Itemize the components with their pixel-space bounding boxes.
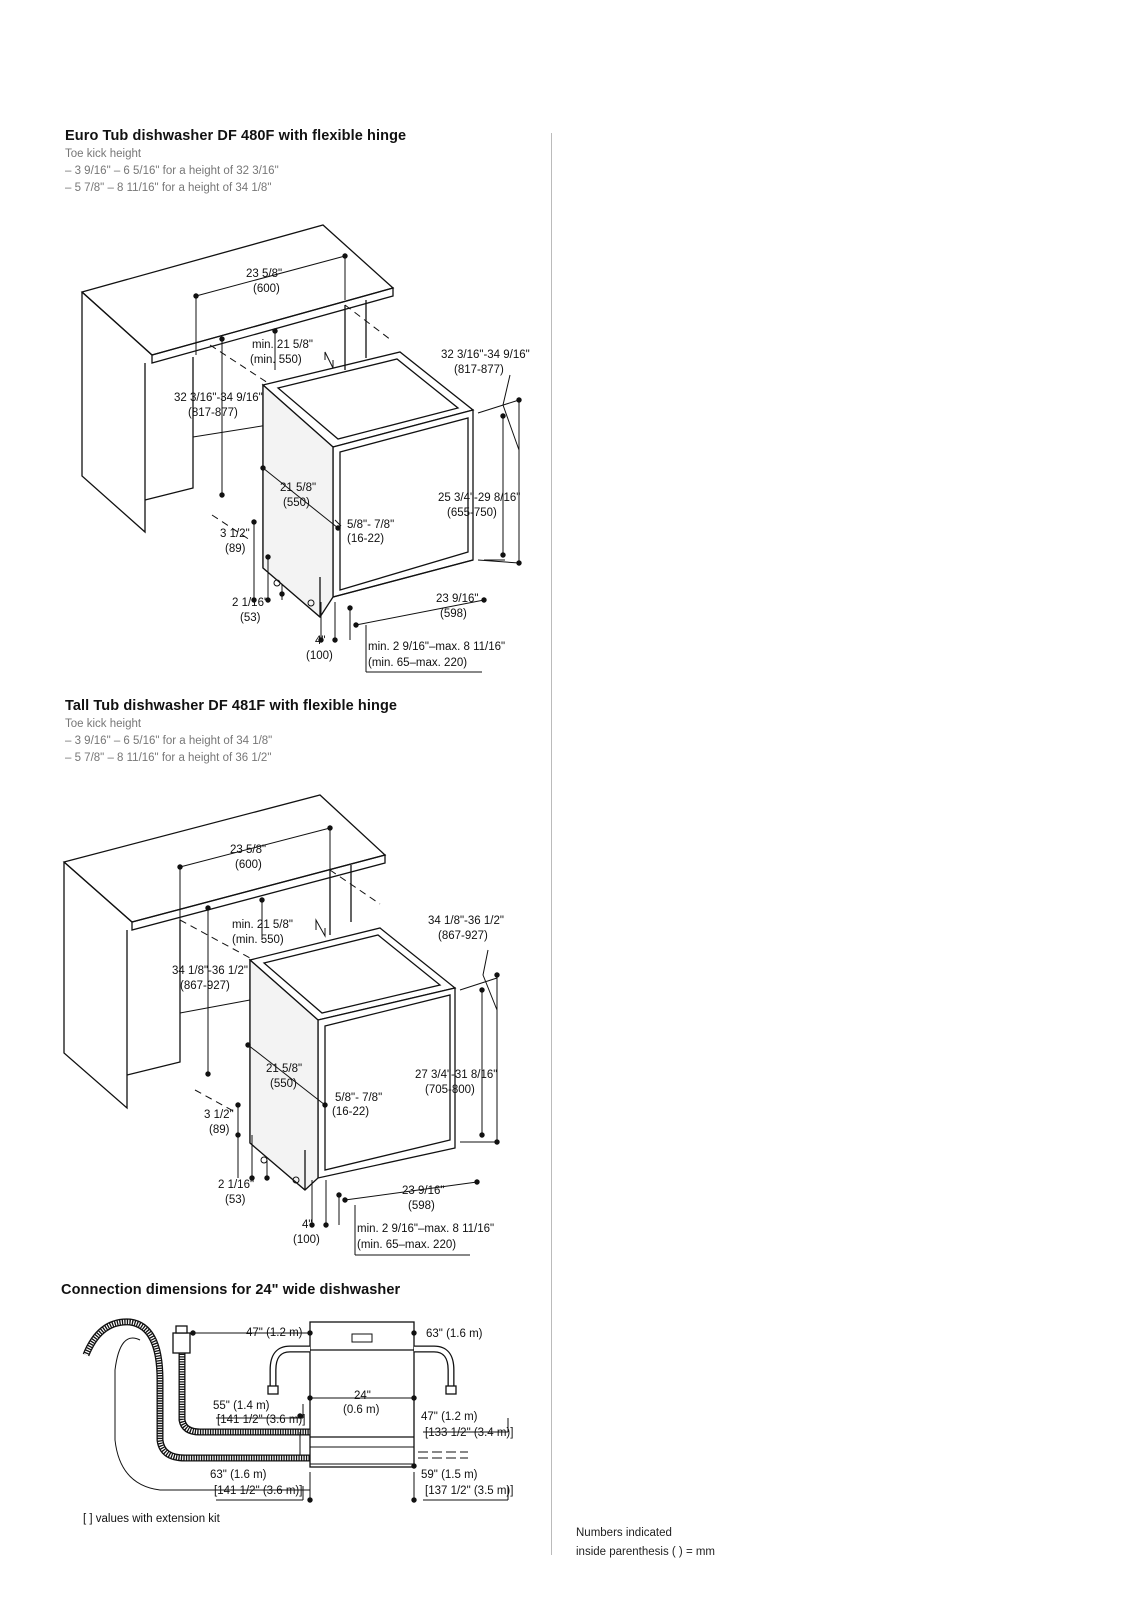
- footer-note-line-2: inside parenthesis ( ) = mm: [576, 1546, 716, 1558]
- section1-title: Euro Tub dishwasher DF 480F with flexibl…: [65, 128, 407, 144]
- s2-side-mm: (550): [270, 1078, 297, 1090]
- conn-right-upper-label: 47" (1.2 m): [421, 1411, 478, 1423]
- s1-side-label: 21 5/8": [280, 482, 317, 494]
- conn-mid-left-label: 55" (1.4 m): [213, 1400, 270, 1412]
- s2-kick-mm: (89): [209, 1124, 230, 1136]
- s2-toe-label: min. 2 9/16"–max. 8 11/16": [357, 1223, 495, 1235]
- section2-toe-kick-line-2: – 5 7/8" – 8 11/16" for a height of 36 1…: [65, 752, 272, 764]
- s1-height-left-label: 32 3/16"-34 9/16": [174, 392, 263, 404]
- s2-foot-mm: (53): [225, 1194, 246, 1206]
- s1-toe-label: min. 2 9/16"–max. 8 11/16": [368, 641, 506, 653]
- s1-door-label: 25 3/4"-29 8/16": [438, 492, 521, 504]
- s2-height-left-label: 34 1/8"-36 1/2": [172, 965, 248, 977]
- conn-bottom-left-label: 63" (1.6 m): [210, 1469, 267, 1481]
- conn-top-right-label: 63" (1.6 m): [426, 1328, 483, 1340]
- conn-bottom-left-extended: [141 1/2" (3.6 m)]: [214, 1485, 303, 1497]
- extension-kit-note: [ ] values with extension kit: [83, 1513, 220, 1525]
- conn-width-metric: (0.6 m): [343, 1404, 380, 1416]
- s2-depth-mm: (min. 550): [232, 934, 284, 946]
- s2-unit-width-label: 23 9/16": [402, 1185, 445, 1197]
- s2-kick-label: 3 1/2": [204, 1109, 234, 1121]
- s1-width-mm: (600): [253, 283, 280, 295]
- section2-toe-kick-line-1: – 3 9/16" – 6 5/16" for a height of 34 1…: [65, 735, 273, 747]
- s2-height-right-label: 34 1/8"-36 1/2": [428, 915, 504, 927]
- s1-gap-label: 5/8"- 7/8": [347, 519, 395, 531]
- s1-unit-width-mm: (598): [440, 608, 467, 620]
- section3-title: Connection dimensions for 24" wide dishw…: [61, 1282, 401, 1298]
- s1-foot-mm: (53): [240, 612, 261, 624]
- section1-toe-kick-line-1: – 3 9/16" – 6 5/16" for a height of 32 3…: [65, 165, 279, 177]
- footer-note-line-1: Numbers indicated: [576, 1527, 672, 1539]
- s1-foot-label: 2 1/16": [232, 597, 269, 609]
- s2-side-label: 21 5/8": [266, 1063, 303, 1075]
- s2-unit-width-mm: (598): [408, 1200, 435, 1212]
- column-divider: [551, 133, 552, 1555]
- s2-door-label: 27 3/4"-31 8/16": [415, 1069, 498, 1081]
- conn-mid-left-extended: [141 1/2" (3.6 m)]: [217, 1414, 306, 1426]
- conn-width-label: 24": [354, 1390, 371, 1402]
- s2-base-label: 4": [302, 1219, 313, 1231]
- s1-height-right-mm: (817-877): [454, 364, 504, 376]
- s1-depth-label: min. 21 5/8": [252, 339, 313, 351]
- s2-depth-label: min. 21 5/8": [232, 919, 293, 931]
- s1-width-label: 23 5/8": [246, 268, 283, 280]
- s2-base-mm: (100): [293, 1234, 320, 1246]
- section1-toe-kick-line-2: – 5 7/8" – 8 11/16" for a height of 34 1…: [65, 182, 272, 194]
- s2-toe-mm: (min. 65–max. 220): [357, 1239, 457, 1251]
- s2-height-left-mm: (867-927): [180, 980, 230, 992]
- s1-height-right-label: 32 3/16"-34 9/16": [441, 349, 530, 361]
- s2-gap-mm: (16-22): [332, 1106, 370, 1118]
- s2-gap-label: 5/8"- 7/8": [335, 1092, 383, 1104]
- section2-toe-kick-label: Toe kick height: [65, 718, 142, 730]
- conn-right-upper-extended: [133 1/2" (3.4 m)]: [425, 1427, 514, 1439]
- s2-width-label: 23 5/8": [230, 844, 267, 856]
- conn-top-left-label: 47" (1.2 m): [246, 1327, 303, 1339]
- conn-right-lower-extended: [137 1/2" (3.5 m)]: [425, 1485, 514, 1497]
- s1-base-label: 4": [315, 635, 326, 647]
- s2-door-mm: (705-800): [425, 1084, 475, 1096]
- s1-gap-mm: (16-22): [347, 533, 385, 545]
- s1-base-mm: (100): [306, 650, 333, 662]
- s1-kick-mm: (89): [225, 543, 246, 555]
- s1-door-mm: (655-750): [447, 507, 497, 519]
- section1-toe-kick-label: Toe kick height: [65, 148, 142, 160]
- s1-height-left-mm: (817-877): [188, 407, 238, 419]
- conn-right-lower-label: 59" (1.5 m): [421, 1469, 478, 1481]
- s2-width-mm: (600): [235, 859, 262, 871]
- s1-toe-mm: (min. 65–max. 220): [368, 657, 468, 669]
- s2-height-right-mm: (867-927): [438, 930, 488, 942]
- s1-side-mm: (550): [283, 497, 310, 509]
- s2-foot-label: 2 1/16": [218, 1179, 255, 1191]
- section2-title: Tall Tub dishwasher DF 481F with flexibl…: [65, 698, 398, 714]
- s1-kick-label: 3 1/2": [220, 528, 250, 540]
- s1-unit-width-label: 23 9/16": [436, 593, 479, 605]
- s1-depth-mm: (min. 550): [250, 354, 302, 366]
